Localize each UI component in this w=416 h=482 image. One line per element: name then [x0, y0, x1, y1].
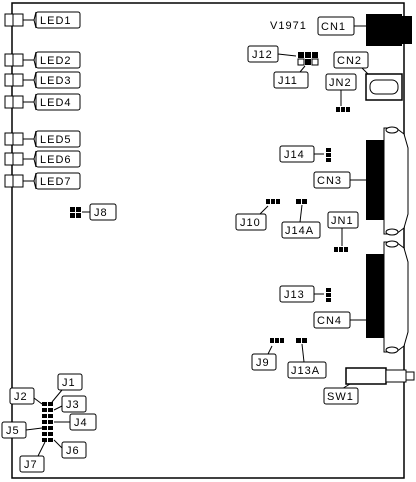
- switch-sw1: SW1: [323, 367, 415, 405]
- connector-cn3-body: [366, 126, 409, 236]
- led-7: LED7: [4, 172, 81, 190]
- j10-label: J10: [240, 217, 261, 229]
- j12-label: J12: [252, 49, 273, 61]
- jumper-j13: J13: [279, 285, 331, 303]
- j7-label: J7: [24, 459, 38, 471]
- j13-label: J13: [284, 289, 305, 301]
- led-3: LED3: [4, 71, 81, 89]
- led-5-label: LED5: [40, 134, 72, 146]
- jumper-j5: J5: [1, 421, 43, 439]
- jumper-j13a: J13A: [287, 338, 327, 379]
- jumper-j4: J4: [54, 413, 97, 431]
- j4-label: J4: [74, 417, 88, 429]
- connector-cn2: CN2: [333, 51, 403, 101]
- j1-label: J1: [62, 377, 76, 389]
- led-1-label: LED1: [40, 15, 72, 27]
- jn2-label: JN2: [329, 77, 352, 89]
- j13a-label: J13A: [291, 365, 320, 377]
- cn4-label: CN4: [317, 315, 342, 327]
- jumper-block-j1-j7: J1 J2 J3 J4 J5 J6 J7: [1, 373, 97, 473]
- j6-label: J6: [66, 445, 80, 457]
- board-outline: [11, 2, 405, 479]
- led-1: LED1: [4, 11, 81, 29]
- jumper-j10: J10: [235, 199, 280, 231]
- cn3-label: CN3: [317, 175, 342, 187]
- connector-cn4-callout: CN4: [313, 311, 366, 329]
- jumper-j14a: J14A: [281, 199, 321, 239]
- jumper-j3: J3: [53, 395, 87, 413]
- revision-label: V1971: [270, 20, 307, 32]
- j2-label: J2: [14, 391, 28, 403]
- jumper-jn2: JN2: [325, 73, 357, 112]
- connector-cn4-body: [366, 240, 409, 354]
- j3-label: J3: [66, 399, 80, 411]
- led-3-label: LED3: [40, 75, 72, 87]
- pin-header: [42, 402, 53, 442]
- j9-label: J9: [256, 357, 270, 369]
- j8-label: J8: [94, 207, 108, 219]
- led-6-label: LED6: [40, 154, 72, 166]
- j14-label: J14: [284, 149, 305, 161]
- jn1-label: JN1: [331, 215, 354, 227]
- jumper-j7: J7: [19, 441, 46, 473]
- cn1-label: CN1: [321, 21, 346, 33]
- jumper-j1: J1: [51, 373, 83, 403]
- connector-cn1: CN1: [317, 14, 412, 46]
- led-5: LED5: [4, 130, 81, 148]
- led-7-label: LED7: [40, 176, 72, 188]
- jumper-j9: J9: [251, 338, 284, 371]
- led-6: LED6: [4, 150, 81, 168]
- jumper-jn1: JN1: [327, 211, 359, 252]
- jumper-j8: J8: [70, 203, 117, 221]
- jumper-j14: J14: [279, 145, 331, 163]
- cn2-label: CN2: [337, 55, 362, 67]
- jumper-j6: J6: [53, 439, 87, 459]
- led-4-label: LED4: [40, 97, 72, 109]
- jumper-j12-j11: J12 J11: [247, 45, 319, 89]
- connector-cn3-callout: CN3: [313, 171, 366, 189]
- jumper-j2: J2: [9, 387, 43, 405]
- j11-label: J11: [278, 75, 298, 87]
- led-4: LED4: [4, 93, 81, 111]
- led-2: LED2: [4, 51, 81, 69]
- j5-label: J5: [6, 425, 20, 437]
- j14a-label: J14A: [285, 225, 314, 237]
- led-2-label: LED2: [40, 55, 72, 67]
- sw1-label: SW1: [327, 391, 354, 403]
